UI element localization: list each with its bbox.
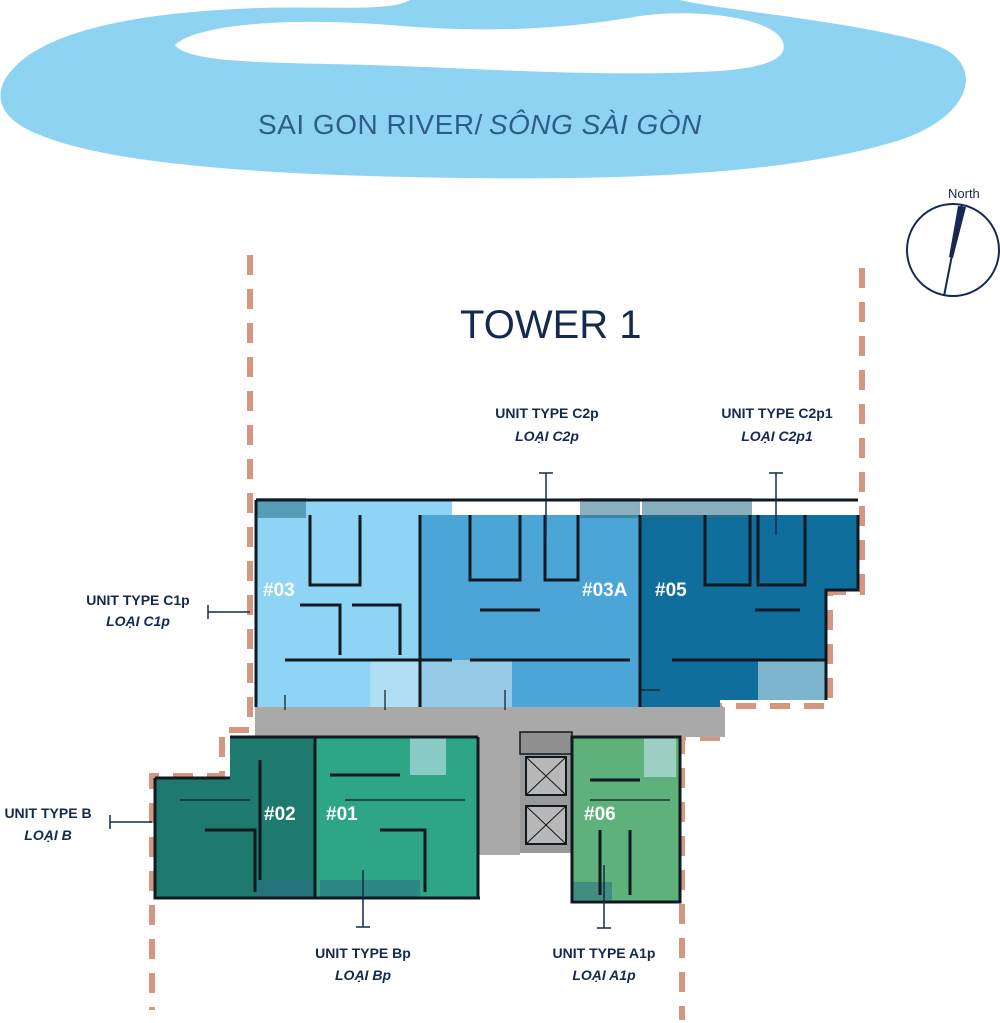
label-b-loai: LOẠI B bbox=[24, 827, 71, 843]
label-c1p-type: UNIT TYPE C1p bbox=[86, 592, 189, 608]
unit-number-01: #01 bbox=[326, 804, 358, 825]
unit-number-06: #06 bbox=[584, 804, 616, 825]
label-a1p-loai: LOẠI A1p bbox=[572, 967, 636, 983]
river-water bbox=[0, 0, 966, 179]
label-c1p-loai: LOẠI C1p bbox=[106, 613, 170, 629]
balconies bbox=[256, 498, 752, 900]
compass: North bbox=[906, 186, 1000, 297]
label-c2p-loai: LOẠI C2p bbox=[515, 428, 579, 444]
river-bank-inner bbox=[175, 13, 784, 74]
unit-01-block[interactable] bbox=[315, 737, 478, 898]
river: SAI GON RIVER/SÔNG SÀI GÒN bbox=[0, 0, 966, 179]
unit-type-labels: UNIT TYPE C2p LOẠI C2p UNIT TYPE C2p1 LO… bbox=[4, 405, 832, 983]
label-a1p-type: UNIT TYPE A1p bbox=[553, 945, 656, 961]
label-bp-loai: LOẠI Bp bbox=[335, 967, 391, 983]
north-label: North bbox=[948, 186, 980, 201]
tower-title: TOWER 1 bbox=[460, 303, 642, 347]
corridor bbox=[255, 707, 725, 855]
terraces bbox=[370, 660, 826, 777]
unit-number-03a: #03A bbox=[582, 580, 628, 601]
unit-number-05: #05 bbox=[655, 580, 687, 601]
site-boundary bbox=[149, 255, 865, 1020]
unit-number-03: #03 bbox=[263, 580, 295, 601]
interior-lines bbox=[180, 689, 670, 801]
label-c2p1-loai: LOẠI C2p1 bbox=[741, 428, 813, 444]
unit-number-02: #02 bbox=[264, 804, 296, 825]
unit-02-block[interactable] bbox=[155, 737, 315, 898]
label-c2p-type: UNIT TYPE C2p bbox=[495, 405, 598, 421]
walls bbox=[153, 498, 860, 904]
label-b-type: UNIT TYPE B bbox=[4, 805, 91, 821]
label-bp-type: UNIT TYPE Bp bbox=[315, 945, 411, 961]
river-label: SAI GON RIVER/SÔNG SÀI GÒN bbox=[258, 109, 702, 140]
north-arrow-icon bbox=[943, 203, 966, 297]
label-c2p1-type: UNIT TYPE C2p1 bbox=[721, 405, 832, 421]
unit-numbers: #03 #03A #05 #02 #01 #06 bbox=[263, 580, 687, 825]
leader-lines bbox=[109, 472, 783, 929]
